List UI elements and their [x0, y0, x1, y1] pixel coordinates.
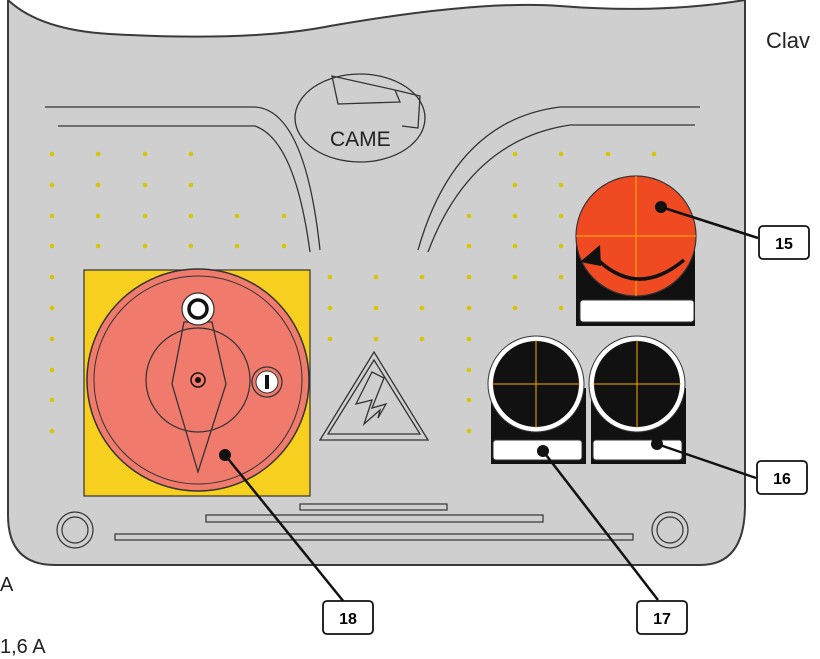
- side-text-bottom-left-1: A: [0, 574, 14, 596]
- callout-16: 16: [756, 460, 808, 495]
- vent-dot: [466, 213, 472, 219]
- vent-dot: [605, 151, 611, 157]
- on-position-icon: [251, 366, 283, 398]
- vent-dot: [95, 182, 101, 188]
- vent-dot: [49, 182, 55, 188]
- vent-dot: [373, 274, 379, 280]
- vent-dot: [512, 274, 518, 280]
- callout-15: 15: [758, 225, 810, 260]
- vent-dot: [49, 274, 55, 280]
- vent-dot: [419, 274, 425, 280]
- vent-dot: [512, 213, 518, 219]
- callout-18-label: 18: [339, 611, 357, 628]
- vent-dot: [142, 182, 148, 188]
- vent-dot: [188, 213, 194, 219]
- vent-dot: [419, 305, 425, 311]
- callout-17-label: 17: [653, 611, 671, 628]
- vent-dot: [49, 305, 55, 311]
- vent-dot: [466, 336, 472, 342]
- brand-logo-text: CAME: [330, 128, 391, 151]
- callout-15-label: 15: [775, 236, 793, 253]
- vent-dot: [49, 151, 55, 157]
- vent-dot: [651, 151, 657, 157]
- vent-dot: [466, 274, 472, 280]
- vent-dot: [373, 305, 379, 311]
- vent-dot: [188, 243, 194, 249]
- vent-dot: [95, 243, 101, 249]
- callout-18: 18: [322, 600, 374, 635]
- vent-dot: [373, 336, 379, 342]
- vent-dot: [49, 397, 55, 403]
- rotate-arrow-icon: [580, 245, 686, 281]
- vent-dot: [466, 243, 472, 249]
- vent-dot: [558, 274, 564, 280]
- vent-dot: [419, 336, 425, 342]
- vent-dot: [327, 336, 333, 342]
- vent-dot: [142, 151, 148, 157]
- came-flag-icon: [331, 75, 421, 129]
- callout-17: 17: [636, 600, 688, 635]
- vent-dot: [142, 243, 148, 249]
- vent-dot: [512, 305, 518, 311]
- vent-dot: [49, 213, 55, 219]
- emergency-stop-button[interactable]: [575, 175, 697, 326]
- callout-anchor-dots: [219, 201, 667, 461]
- vent-dot: [142, 213, 148, 219]
- vent-dot: [558, 151, 564, 157]
- vent-dot: [512, 243, 518, 249]
- vent-dot: [466, 305, 472, 311]
- vent-dot: [558, 305, 564, 311]
- vent-dot: [188, 182, 194, 188]
- vent-dot: [49, 367, 55, 373]
- push-button-17[interactable]: [487, 335, 586, 464]
- callout-leaders: [224, 205, 759, 603]
- vent-dot: [327, 274, 333, 280]
- vent-dot: [558, 213, 564, 219]
- main-isolator-switch[interactable]: [83, 268, 311, 497]
- vent-dot: [512, 182, 518, 188]
- push-button-16[interactable]: [588, 335, 686, 464]
- vent-dot: [49, 428, 55, 434]
- vent-dot: [512, 151, 518, 157]
- vent-dot: [95, 151, 101, 157]
- vent-dot: [327, 305, 333, 311]
- vent-dot: [188, 151, 194, 157]
- off-position-icon: [181, 292, 215, 326]
- vent-dot: [49, 336, 55, 342]
- brand-logo: CAME: [294, 73, 426, 163]
- vent-dot: [281, 213, 287, 219]
- vent-dot: [95, 213, 101, 219]
- high-voltage-warning-icon: [318, 350, 430, 441]
- panel-bottom-details: [56, 503, 689, 549]
- screw-right: [651, 511, 689, 549]
- vent-dot: [49, 243, 55, 249]
- vent-dot: [281, 243, 287, 249]
- vent-dot: [466, 367, 472, 373]
- vent-dot: [466, 397, 472, 403]
- screw-left: [56, 511, 94, 549]
- panel-top-lines: [45, 106, 700, 253]
- vent-dot: [234, 243, 240, 249]
- ventilation-dot-grid: [49, 151, 657, 434]
- callout-16-label: 16: [773, 471, 791, 488]
- vent-dot: [558, 243, 564, 249]
- side-text-top-right: Clav: [766, 28, 811, 53]
- vent-dot: [234, 213, 240, 219]
- vent-dot: [466, 428, 472, 434]
- vent-dot: [558, 182, 564, 188]
